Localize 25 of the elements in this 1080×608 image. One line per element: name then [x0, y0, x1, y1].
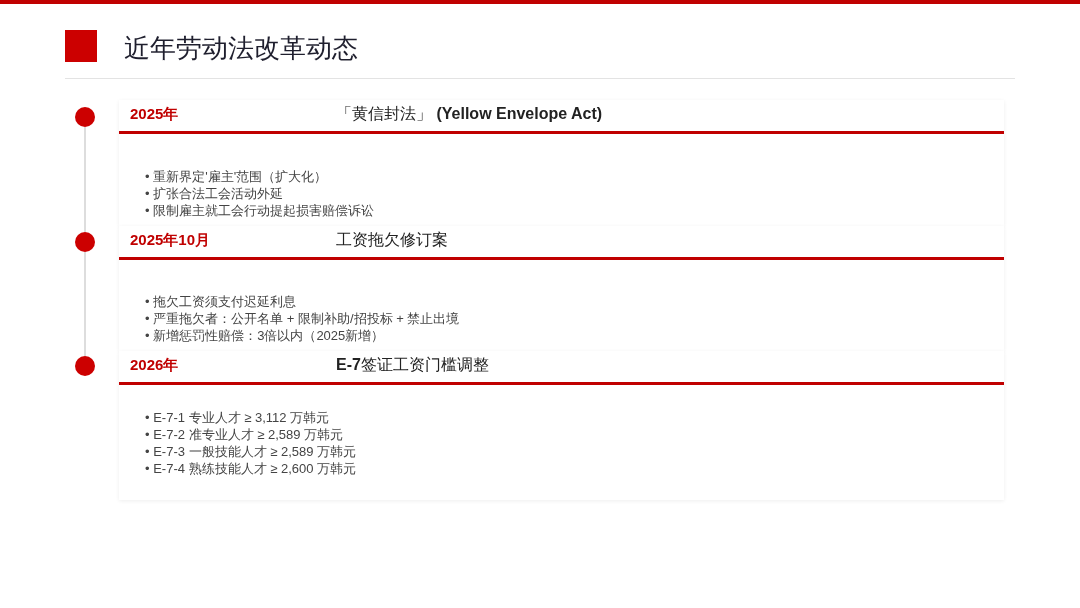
bullet-item: • 限制雇主就工会行动提起损害赔偿诉讼 — [145, 202, 375, 219]
card-heading: 工资拖欠修订案 — [336, 230, 448, 250]
timeline-dot — [75, 107, 95, 127]
bullet-item: • E-7-3 一般技能人才 ≥ 2,589 万韩元 — [145, 443, 357, 460]
card-heading: E-7签证工资门槛调整 — [336, 355, 489, 375]
timeline-card — [119, 226, 1004, 351]
card-heading: 「黄信封法」 (Yellow Envelope Act) — [336, 104, 603, 124]
timeline-dot — [75, 232, 95, 252]
bullet-item: • E-7-2 准专业人才 ≥ 2,589 万韩元 — [145, 426, 345, 443]
bullet-item: • 扩张合法工会活动外延 — [145, 185, 285, 202]
timeline-dot — [75, 356, 95, 376]
timeline-line — [84, 126, 86, 233]
bullet-item: • 重新界定'雇主'范围（扩大化） — [145, 168, 329, 185]
slide-title: 近年劳动法改革动态 — [124, 32, 358, 65]
bullet-item: • 拖欠工资须支付迟延利息 — [145, 293, 298, 310]
bullet-item: • E-7-1 专业人才 ≥ 3,112 万韩元 — [145, 409, 331, 426]
bullet-item: • 严重拖欠者：公开名单 + 限制补助/招投标 + 禁止出境 — [145, 310, 460, 327]
timeline-line — [84, 251, 86, 357]
bullet-item: • 新增惩罚性赔偿：3倍以内（2025新增） — [145, 327, 386, 344]
timeline-card — [119, 351, 1004, 500]
date-label: 2025年 — [130, 104, 179, 124]
date-label: 2025年10月 — [130, 230, 211, 250]
date-label: 2026年 — [130, 355, 179, 375]
timeline-card — [119, 100, 1004, 226]
bullet-item: • E-7-4 熟练技能人才 ≥ 2,600 万韩元 — [145, 460, 357, 477]
